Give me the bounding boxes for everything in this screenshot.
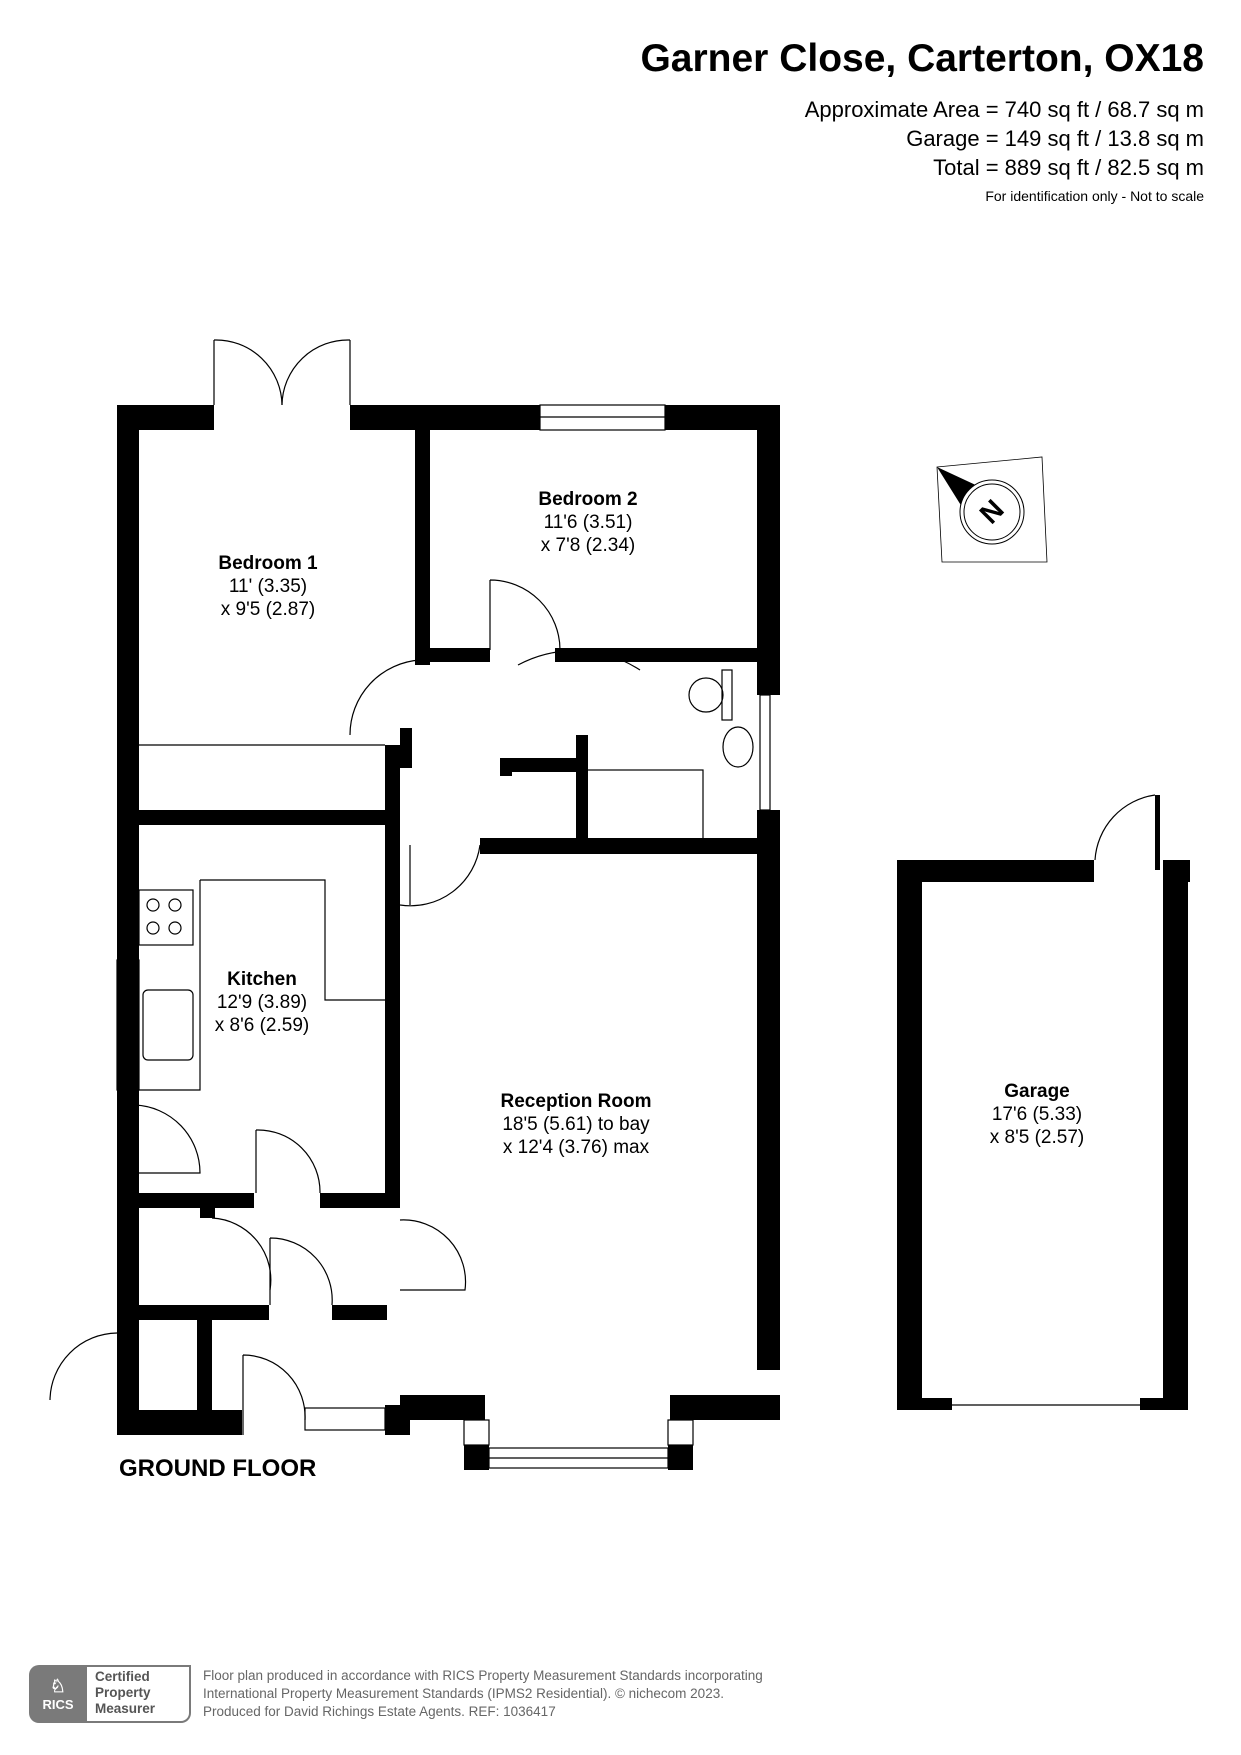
badge-line: Measurer xyxy=(95,1701,156,1716)
fixtures xyxy=(49,339,1156,1469)
garage-area: Garage = 149 sq ft / 13.8 sq m xyxy=(906,125,1204,151)
room-dimension: x 9'5 (2.87) xyxy=(220,599,316,620)
room-dimension: 18'5 (5.61) to bay xyxy=(502,1114,650,1135)
certified-measurer-badge: Certified Property Measurer xyxy=(87,1665,191,1723)
compass-north-icon: N xyxy=(936,456,1048,563)
room-name: Kitchen xyxy=(227,969,297,990)
room-name: Bedroom 2 xyxy=(538,489,638,510)
footer-text: Floor plan produced in accordance with R… xyxy=(203,1667,763,1721)
room-name: Bedroom 1 xyxy=(218,553,318,574)
total-area: Total = 889 sq ft / 82.5 sq m xyxy=(933,154,1204,180)
footer-line: International Property Measurement Stand… xyxy=(203,1686,724,1701)
rics-logo-text: RICS xyxy=(42,1697,74,1712)
footer-line: Floor plan produced in accordance with R… xyxy=(203,1668,763,1683)
room-bedroom-2: Bedroom 2 11'6 (3.51) x 7'8 (2.34) xyxy=(538,488,637,557)
walls xyxy=(117,405,1190,1470)
room-dimension: 11'6 (3.51) xyxy=(543,512,633,533)
approximate-area: Approximate Area = 740 sq ft / 68.7 sq m xyxy=(804,96,1204,122)
room-kitchen: Kitchen 12'9 (3.89) x 8'6 (2.59) xyxy=(215,968,309,1037)
floor-label: GROUND FLOOR xyxy=(119,1455,317,1482)
property-title: Garner Close, Carterton, OX18 xyxy=(640,37,1204,80)
room-reception: Reception Room 18'5 (5.61) to bay x 12'4… xyxy=(501,1090,652,1159)
badge-line: Property xyxy=(95,1685,151,1700)
room-dimension: 11' (3.35) xyxy=(228,576,308,597)
badge-line: Certified xyxy=(95,1669,150,1684)
room-dimension: 17'6 (5.33) xyxy=(991,1104,1083,1125)
room-garage: Garage 17'6 (5.33) x 8'5 (2.57) xyxy=(990,1080,1084,1149)
room-dimension: x 8'6 (2.59) xyxy=(214,1015,310,1036)
room-dimension: x 12'4 (3.76) max xyxy=(502,1137,650,1158)
room-dimension: x 8'5 (2.57) xyxy=(989,1127,1085,1148)
room-dimension: 12'9 (3.89) xyxy=(216,992,308,1013)
room-bedroom-1: Bedroom 1 11' (3.35) x 9'5 (2.87) xyxy=(218,552,317,621)
plan-header: Garner Close, Carterton, OX18 Approximat… xyxy=(640,37,1204,204)
scale-disclaimer: For identification only - Not to scale xyxy=(985,187,1204,204)
room-dimension: x 7'8 (2.34) xyxy=(540,535,636,556)
room-name: Reception Room xyxy=(500,1091,652,1112)
footer-line: Produced for David Richings Estate Agent… xyxy=(203,1704,556,1719)
room-name: Garage xyxy=(1004,1081,1070,1102)
rics-logo-icon: ♘ RICS xyxy=(29,1665,87,1723)
footer: ♘ RICS Certified Property Measurer Floor… xyxy=(29,1665,763,1723)
